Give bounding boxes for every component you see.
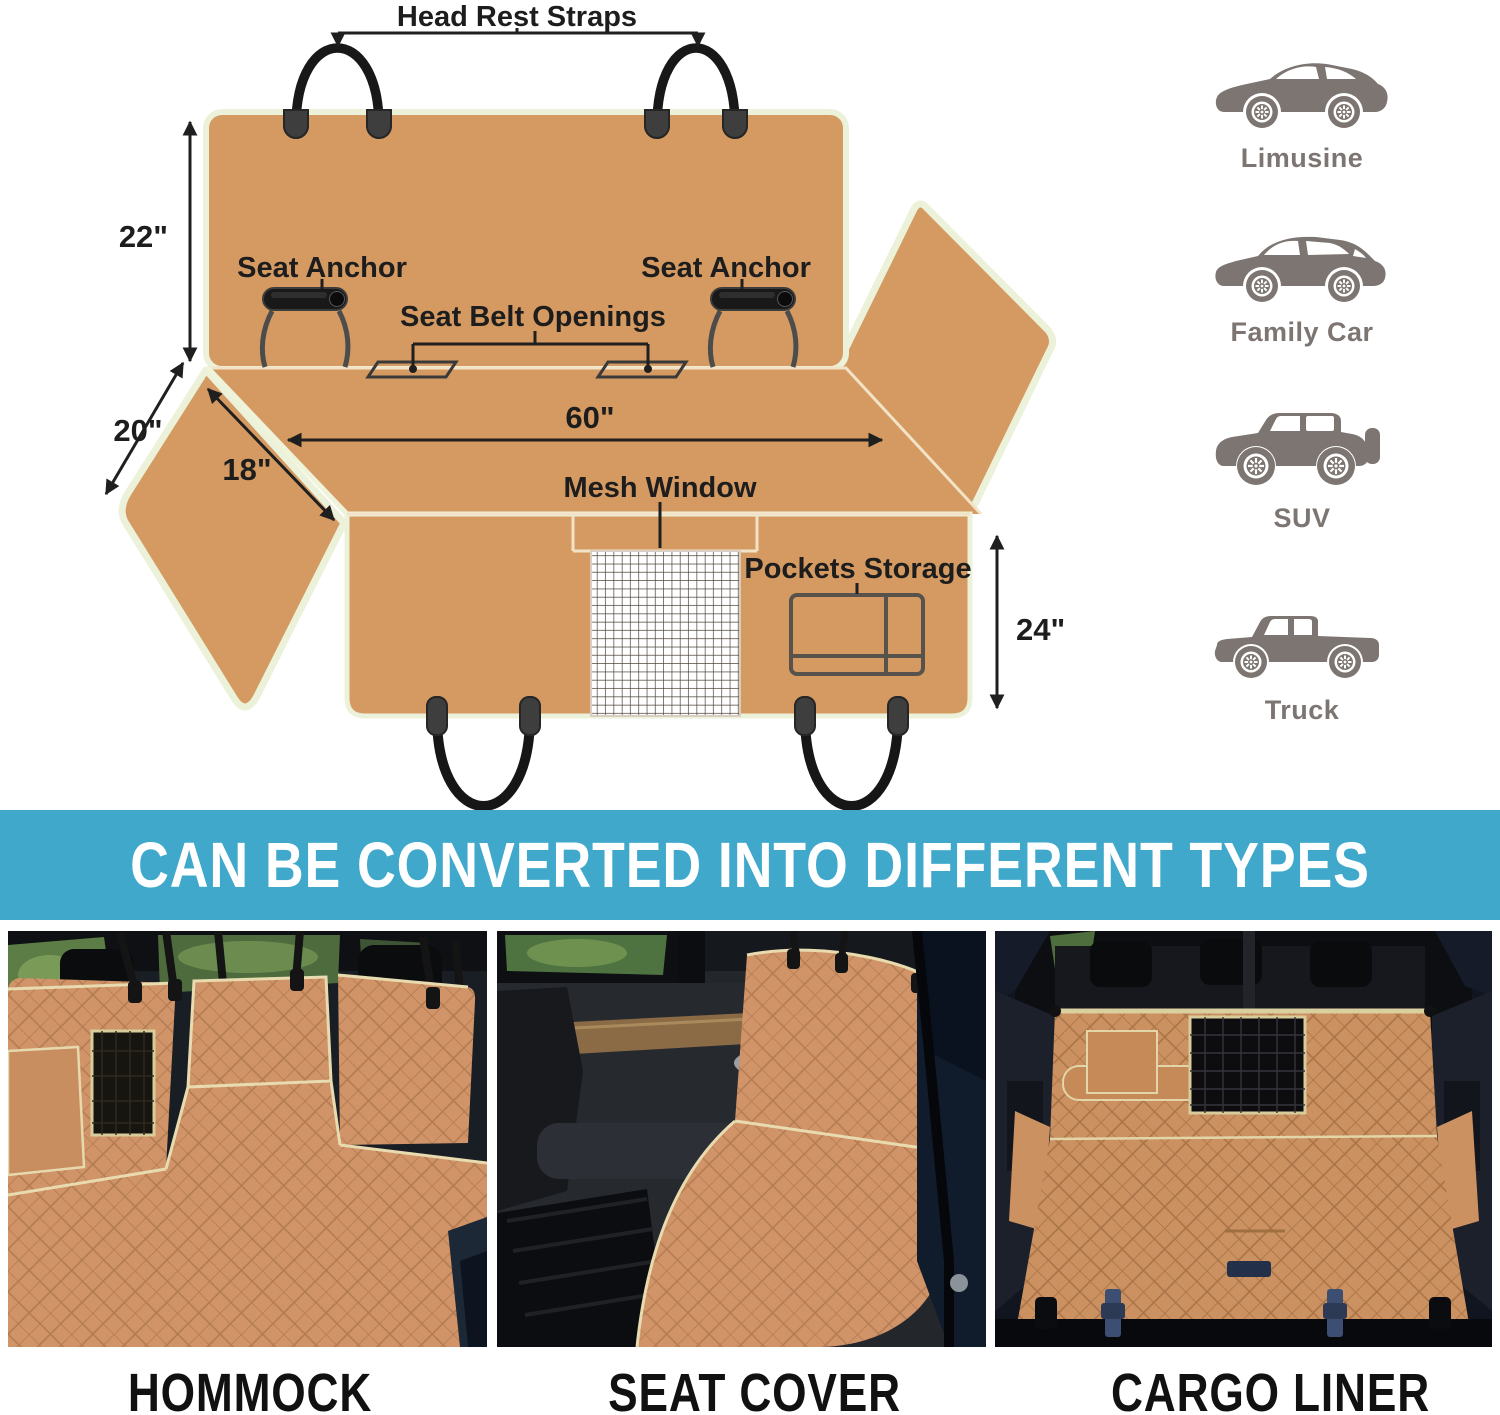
suv-icon [1215,413,1380,485]
head-rest-straps-label: Head Rest Straps [397,1,637,33]
tie-down-straps [1035,1289,1451,1337]
vehicle-label-suv: SUV [1273,503,1331,533]
strap-grommets [283,109,748,139]
vehicle-type-truck: Truck [1212,602,1392,726]
seat-anchor-left-label: Seat Anchor [237,252,407,284]
bottom-straps [426,696,909,810]
flap-width-dimension: 20" [113,413,162,448]
pockets-storage-outline [789,593,925,676]
seat-depth-dimension: 18" [222,452,271,487]
conversion-banner: CAN BE CONVERTED INTO DIFFERENT TYPES [0,810,1500,920]
truck-icon [1214,616,1379,678]
vehicle-label-family-car: Family Car [1230,317,1374,347]
banner-text: CAN BE CONVERTED INTO DIFFERENT TYPES [130,829,1370,901]
mesh-window [590,550,741,717]
conversion-label-hommock: HOMMOCK [127,1363,373,1415]
conversion-label-cargo-liner: CARGO LINER [1110,1363,1430,1415]
side-pocket [1086,1030,1158,1094]
seat-anchor-right-label: Seat Anchor [641,252,811,284]
seat-belt-openings [365,360,689,379]
mesh-window-label: Mesh Window [563,472,757,504]
photo-hammock-installed [8,931,487,1347]
callout-lines [320,28,859,594]
dimension-arrows [104,120,1005,710]
vehicle-type-limusine: Limusine [1212,50,1392,174]
vehicle-label-limusine: Limusine [1240,143,1364,173]
seat-anchor-right [707,287,799,368]
seat-anchor-left [259,287,351,368]
photo-seat-cover [497,931,986,1347]
conversion-label-seat-cover: SEAT COVER [608,1363,902,1415]
head-rest-straps [283,43,748,139]
photo-cargo-liner [995,931,1492,1347]
seat-belt-openings-label: Seat Belt Openings [400,301,666,333]
back-height-dimension: 22" [119,219,168,254]
pockets-storage-label: Pockets Storage [744,553,971,585]
seat-cover-diagram: Head Rest Straps 22" Seat Anchor Seat An… [104,1,1065,810]
mesh-panel [1188,1015,1307,1115]
vehicle-type-family-car: Family Car [1212,224,1392,348]
total-width-dimension: 60" [565,400,614,435]
vehicle-label-truck: Truck [1264,695,1340,725]
storage-pocket [8,1045,86,1177]
trim-piping [8,973,487,1197]
front-height-dimension: 24" [1016,612,1065,647]
sedan-car-icon [1215,63,1388,128]
family-car-icon [1215,236,1386,302]
vehicle-type-suv: SUV [1212,400,1392,534]
